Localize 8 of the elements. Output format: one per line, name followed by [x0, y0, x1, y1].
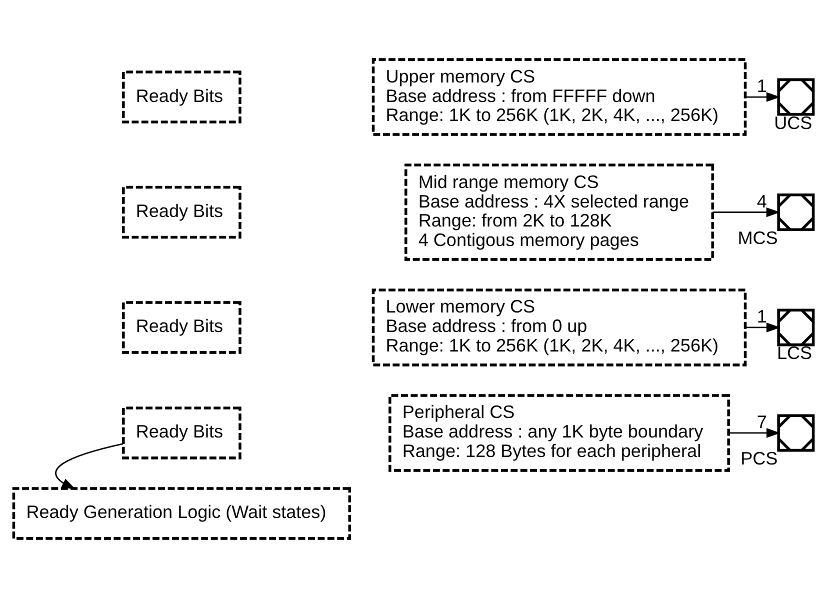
node-label: PCS: [740, 448, 778, 469]
node-label: MCS: [738, 228, 778, 248]
edge-label: 4: [756, 191, 767, 212]
edge-label: 1: [756, 76, 767, 96]
edge-label: 7: [756, 412, 767, 432]
node-label: LCS: [776, 343, 812, 364]
edge-label: 1: [756, 306, 767, 326]
node-label: UCS: [774, 112, 812, 133]
